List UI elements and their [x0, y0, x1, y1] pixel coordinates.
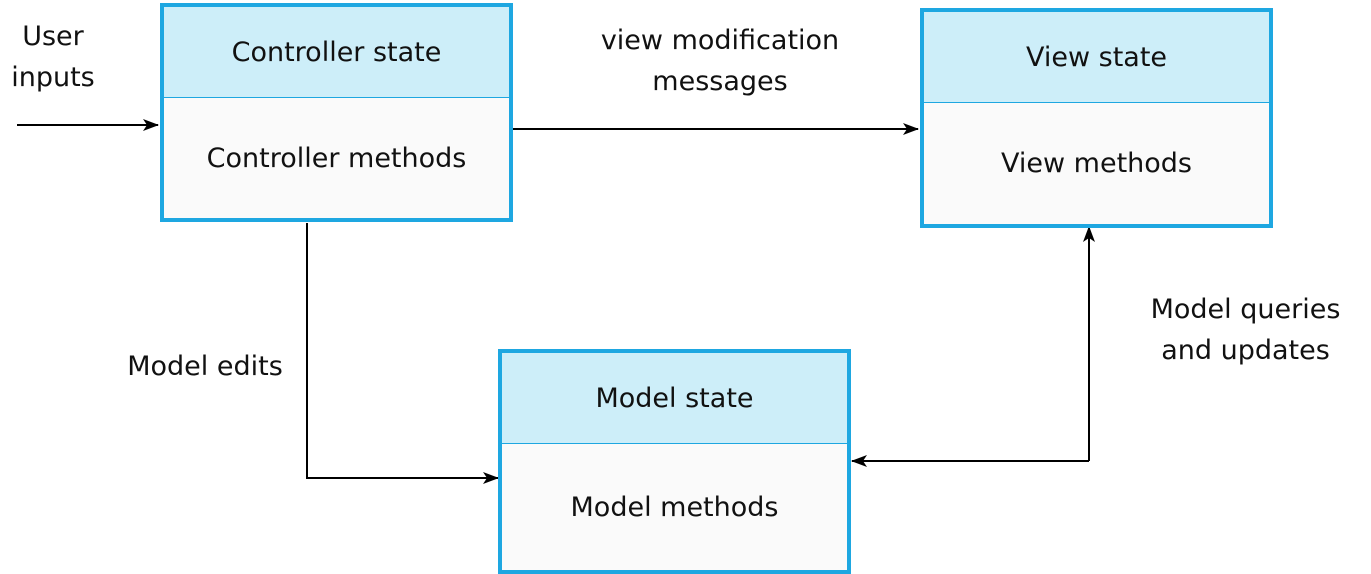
- model-queries-line1: Model queries: [1150, 294, 1341, 325]
- model-edits-arrow: [306, 223, 499, 484]
- view-methods-section: View methods: [924, 103, 1269, 224]
- user-inputs-line1: User: [22, 21, 84, 52]
- view-modification-line2: messages: [652, 66, 788, 97]
- view-modification-label: view modification messages: [560, 20, 880, 102]
- view-modification-line1: view modification: [600, 25, 840, 56]
- model-state-label: Model state: [595, 382, 754, 414]
- model-state-header: Model state: [502, 353, 847, 444]
- user-inputs-line2: inputs: [11, 62, 95, 93]
- user-inputs-label: User inputs: [8, 16, 98, 98]
- view-state-label: View state: [1025, 41, 1168, 73]
- controller-box: Controller state Controller methods: [160, 3, 513, 222]
- view-box: View state View methods: [920, 8, 1273, 228]
- model-methods-label: Model methods: [570, 491, 779, 523]
- controller-state-label: Controller state: [231, 36, 442, 68]
- view-state-header: View state: [924, 12, 1269, 103]
- controller-methods-section: Controller methods: [164, 98, 509, 218]
- model-box: Model state Model methods: [498, 349, 851, 574]
- controller-state-header: Controller state: [164, 7, 509, 98]
- model-methods-section: Model methods: [502, 444, 847, 570]
- model-edits-text: Model edits: [127, 351, 283, 382]
- view-methods-label: View methods: [1001, 148, 1192, 179]
- model-queries-label: Model queries and updates: [1128, 289, 1363, 371]
- controller-methods-label: Controller methods: [206, 142, 467, 174]
- model-queries-line2: and updates: [1161, 335, 1330, 366]
- model-edits-label: Model edits: [110, 346, 300, 387]
